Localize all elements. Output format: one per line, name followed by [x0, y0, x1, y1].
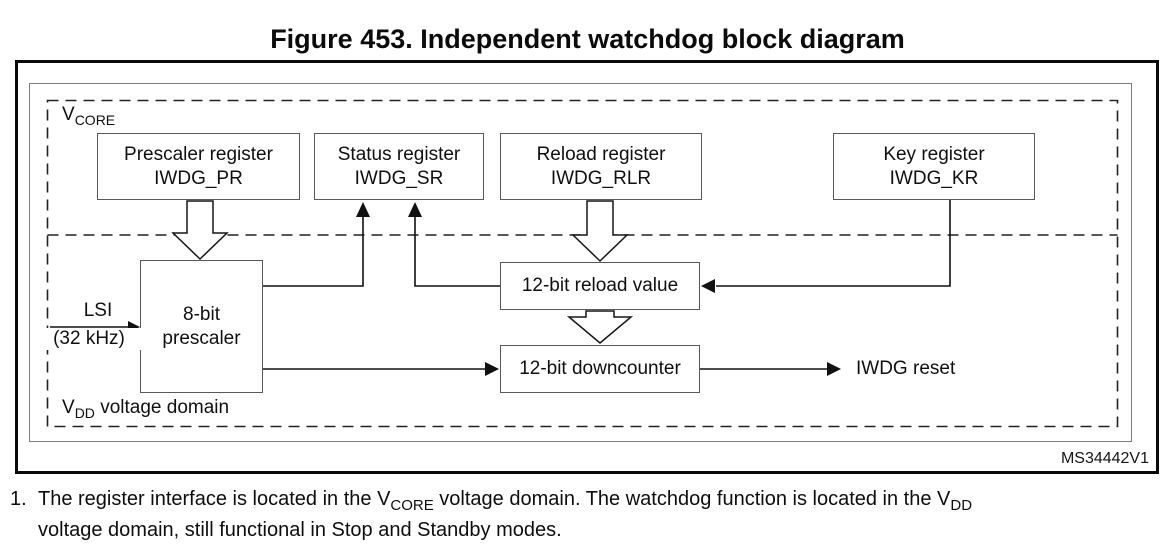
prescaler-to-downcounter-arrowhead: [485, 362, 499, 376]
register-name: Key register: [883, 143, 985, 165]
reload-register-box: Reload register IWDG_RLR: [500, 133, 702, 200]
vdd-suffix: voltage domain: [100, 397, 230, 418]
footnote-seg1: The register interface is located in the…: [38, 488, 391, 510]
downcounter-to-reset-arrowhead: [827, 362, 841, 376]
prescaler-to-status-arrowhead: [356, 202, 370, 217]
register-mnemonic: IWDG_RLR: [550, 167, 652, 189]
register-mnemonic: IWDG_KR: [889, 167, 979, 189]
block-label: 12-bit downcounter: [519, 358, 681, 379]
reload-value-block: 12-bit reload value: [500, 262, 700, 310]
vcore-domain-label: VCORE: [62, 104, 115, 131]
voltage-domain-dashed-boundary: [46, 99, 1119, 428]
vcore-base: V: [62, 104, 75, 125]
reload-to-downcounter-hollow-arrow: [566, 310, 634, 344]
register-name: Reload register: [536, 143, 666, 165]
prescaler-to-status-line: [263, 217, 364, 287]
key-to-reload-arrowhead: [701, 279, 715, 293]
block-label: 12-bit reload value: [521, 275, 679, 296]
register-name: Prescaler register: [124, 143, 273, 165]
downcounter-block: 12-bit downcounter: [500, 345, 700, 393]
key-register-to-reload-line: [716, 200, 951, 287]
vdd-subscript: DD: [74, 405, 95, 421]
figure-title: Figure 453. Independent watchdog block d…: [270, 24, 905, 54]
figure-watermark: MS34442V1: [1060, 450, 1149, 467]
reload-to-status-line: [414, 217, 500, 287]
vdd-base: V: [62, 397, 75, 418]
prescaler-register-box: Prescaler register IWDG_PR: [97, 133, 300, 200]
block-label-line1: 8-bit: [183, 303, 220, 325]
footnote-text: The register interface is located in the…: [38, 487, 1168, 542]
register-mnemonic: IWDG_PR: [154, 167, 243, 189]
lsi-clock-freq-label: (32 kHz): [36, 328, 142, 350]
reload-write-hollow-arrow: [571, 200, 629, 263]
vcore-subscript: CORE: [74, 112, 116, 128]
footnote-sub-vdd: DD: [950, 497, 973, 514]
register-mnemonic: IWDG_SR: [354, 167, 444, 189]
footnote-number: 1.: [10, 488, 27, 510]
prescaler-block: 8-bit prescaler: [140, 260, 263, 393]
status-register-box: Status register IWDG_SR: [314, 133, 484, 200]
footnote-line2: voltage domain, still functional in Stop…: [38, 519, 562, 541]
reload-to-status-arrowhead: [408, 202, 422, 217]
footnote-sub-vcore: CORE: [390, 497, 434, 514]
block-label-line2: prescaler: [162, 327, 241, 349]
footnote-seg2: voltage domain. The watchdog function is…: [433, 488, 951, 510]
prescaler-write-hollow-arrow: [171, 200, 229, 261]
key-register-box: Key register IWDG_KR: [833, 133, 1035, 200]
iwdg-reset-label: IWDG reset: [856, 358, 956, 379]
vdd-domain-label: VDD voltage domain: [62, 397, 229, 424]
lsi-clock-label: LSI: [83, 300, 113, 321]
register-name: Status register: [337, 143, 461, 165]
